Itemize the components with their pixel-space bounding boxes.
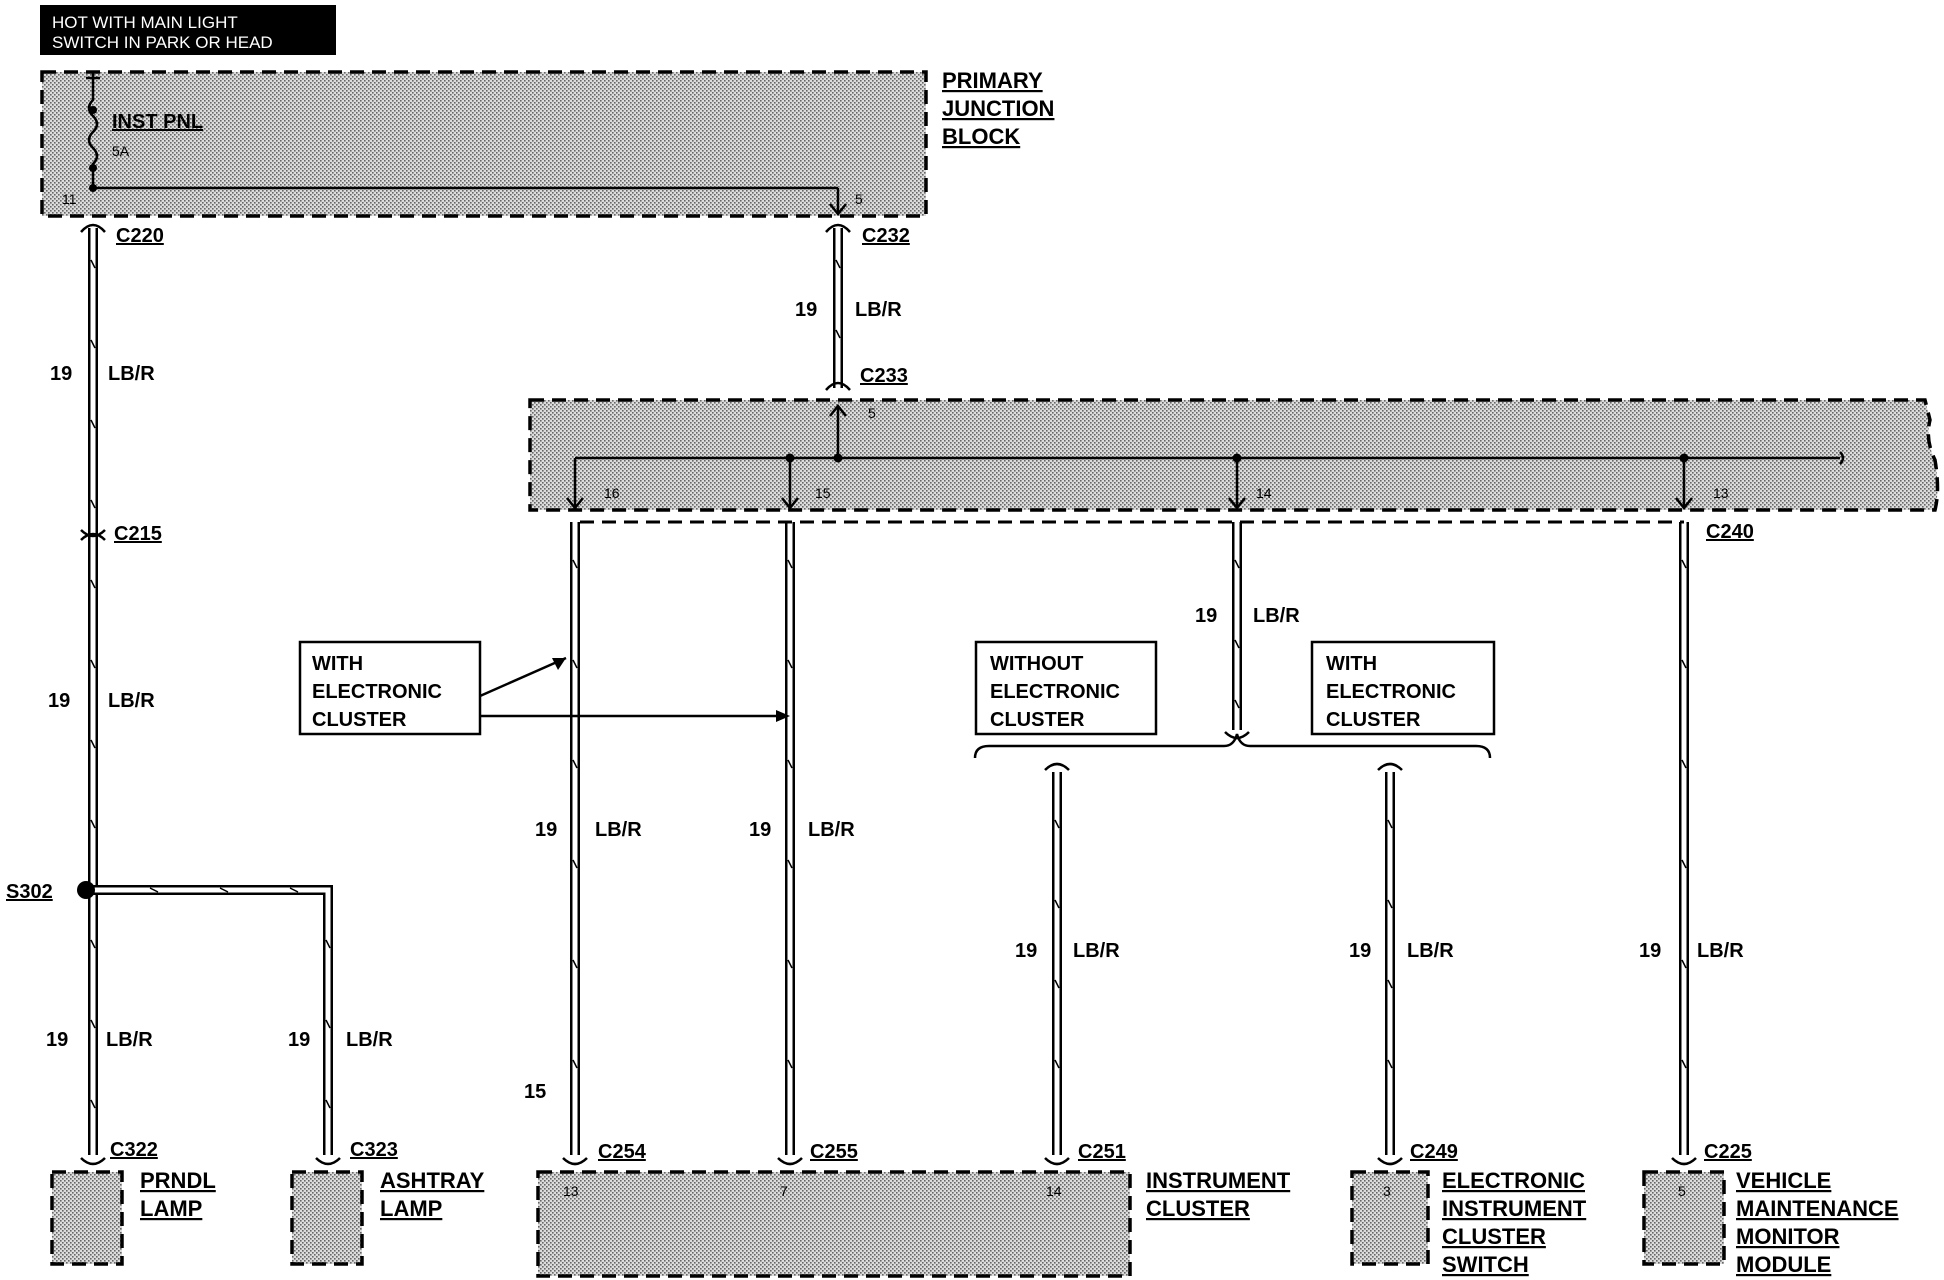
wires xyxy=(77,223,1697,1166)
pjb-pin-out: 5 xyxy=(855,191,863,207)
wire-gauge: 19 xyxy=(1349,940,1371,962)
eic-label-1: ELECTRONIC xyxy=(1442,1168,1585,1193)
vmm-pin: 5 xyxy=(1678,1183,1686,1199)
connector-c233: C233 xyxy=(860,365,908,387)
connector-c249: C249 xyxy=(1410,1141,1458,1163)
ashtray-label-1: ASHTRAY xyxy=(380,1168,485,1193)
cluster-label-2: CLUSTER xyxy=(1146,1196,1250,1221)
pjb-label-3: BLOCK xyxy=(942,124,1020,149)
pjb-label-2: JUNCTION xyxy=(942,96,1054,121)
fuse-name: INST PNL xyxy=(112,111,203,133)
note-with-electronic-cluster-right: WITH ELECTRONIC CLUSTER xyxy=(1310,640,1496,736)
wire-color: LB/R xyxy=(1407,940,1454,962)
wire-color: LB/R xyxy=(108,690,155,712)
wire-color: LB/R xyxy=(855,299,902,321)
power-note-line1: HOT WITH MAIN LIGHT xyxy=(52,13,238,32)
wire-gauge: 19 xyxy=(749,819,771,841)
eic-label-4: SWITCH xyxy=(1442,1252,1529,1277)
note-without-1: WITHOUT xyxy=(990,653,1083,675)
power-note-line2: SWITCH IN PARK OR HEAD xyxy=(52,33,273,52)
pjb-pin-in: 11 xyxy=(62,191,77,207)
wire-color: LB/R xyxy=(108,363,155,385)
splice-pin-16: 16 xyxy=(604,485,620,501)
wire-labels: 19 LB/R 19 LB/R 19 LB/R 19 LB/R 19 LB/R … xyxy=(46,299,1744,1103)
wire-gauge: 19 xyxy=(1195,605,1217,627)
electronic-instrument-cluster-switch: 3 ELECTRONIC INSTRUMENT CLUSTER SWITCH xyxy=(1350,1168,1587,1277)
vmm-label-4: MODULE xyxy=(1736,1252,1831,1277)
prndl-lamp: PRNDL LAMP xyxy=(50,1168,216,1266)
vmm-label-3: MONITOR xyxy=(1736,1224,1840,1249)
cluster-pin-7: 7 xyxy=(780,1183,788,1199)
prndl-label-2: LAMP xyxy=(140,1196,202,1221)
wire-gauge: 19 xyxy=(795,299,817,321)
note-with-1: WITH xyxy=(312,653,363,675)
splice-pin-top: 5 xyxy=(868,405,876,421)
connector-c323: C323 xyxy=(350,1139,398,1161)
cluster-pin-13: 13 xyxy=(563,1183,579,1199)
power-note: HOT WITH MAIN LIGHT SWITCH IN PARK OR HE… xyxy=(40,5,336,55)
prndl-label-1: PRNDL xyxy=(140,1168,216,1193)
wire-pin-note: 15 xyxy=(524,1081,546,1103)
connector-labels: C220 C232 C233 C215 C240 C322 C323 C254 … xyxy=(6,225,1754,1163)
eic-label-2: INSTRUMENT xyxy=(1442,1196,1587,1221)
splice-pin-14: 14 xyxy=(1256,485,1272,501)
eic-pin: 3 xyxy=(1383,1183,1391,1199)
connector-c232: C232 xyxy=(862,225,910,247)
vmm-label-2: MAINTENANCE xyxy=(1736,1196,1899,1221)
ashtray-lamp: ASHTRAY LAMP xyxy=(290,1168,485,1266)
wire-color: LB/R xyxy=(346,1029,393,1051)
connector-c225: C225 xyxy=(1704,1141,1752,1163)
wire-color: LB/R xyxy=(1697,940,1744,962)
wire-gauge: 19 xyxy=(1639,940,1661,962)
wire-color: LB/R xyxy=(595,819,642,841)
eic-label-3: CLUSTER xyxy=(1442,1224,1546,1249)
note-with-2: ELECTRONIC xyxy=(312,681,442,703)
connector-c254: C254 xyxy=(598,1141,647,1163)
note-without-3: CLUSTER xyxy=(990,709,1085,731)
vmm-label-1: VEHICLE xyxy=(1736,1168,1831,1193)
splice-block: 5 16 15 14 13 xyxy=(528,398,1940,512)
wire-color: LB/R xyxy=(808,819,855,841)
wire-gauge: 19 xyxy=(288,1029,310,1051)
instrument-cluster: 13 7 14 INSTRUMENT CLUSTER xyxy=(536,1168,1291,1278)
vehicle-maintenance-monitor-module: 5 VEHICLE MAINTENANCE MONITOR MODULE xyxy=(1642,1168,1899,1277)
splice-pin-15: 15 xyxy=(815,485,831,501)
wire-color: LB/R xyxy=(1253,605,1300,627)
splice-pin-13: 13 xyxy=(1713,485,1729,501)
cluster-label-1: INSTRUMENT xyxy=(1146,1168,1291,1193)
wire-gauge: 19 xyxy=(46,1029,68,1051)
wire-color: LB/R xyxy=(1073,940,1120,962)
note-with-3: CLUSTER xyxy=(1326,709,1421,731)
note-without-2: ELECTRONIC xyxy=(990,681,1120,703)
primary-junction-box xyxy=(40,70,928,218)
connector-c322: C322 xyxy=(110,1139,158,1161)
connector-c255: C255 xyxy=(810,1141,858,1163)
note-with-1: WITH xyxy=(1326,653,1377,675)
connector-c251: C251 xyxy=(1078,1141,1126,1163)
splice-s302: S302 xyxy=(6,881,53,903)
connector-c215: C215 xyxy=(114,523,162,545)
fuse-rating: 5A xyxy=(112,143,130,159)
primary-junction-block: INST PNL 5A 11 5 PRIMARY JUNCTION BLOCK xyxy=(40,68,1054,218)
splice-s302-dot xyxy=(77,881,95,899)
connector-c220: C220 xyxy=(116,225,164,247)
wire-gauge: 19 xyxy=(50,363,72,385)
note-with-3: CLUSTER xyxy=(312,709,407,731)
note-with-2: ELECTRONIC xyxy=(1326,681,1456,703)
note-without-electronic-cluster: WITHOUT ELECTRONIC CLUSTER xyxy=(974,640,1158,736)
wire-gauge: 19 xyxy=(1015,940,1037,962)
cluster-pin-14: 14 xyxy=(1046,1183,1062,1199)
note-with-electronic-cluster-left: WITH ELECTRONIC CLUSTER xyxy=(298,640,790,736)
wire-color: LB/R xyxy=(106,1029,153,1051)
wire-gauge: 19 xyxy=(535,819,557,841)
ashtray-label-2: LAMP xyxy=(380,1196,442,1221)
wire-gauge: 19 xyxy=(48,690,70,712)
connector-c240: C240 xyxy=(1706,521,1754,543)
pjb-label-1: PRIMARY xyxy=(942,68,1043,93)
